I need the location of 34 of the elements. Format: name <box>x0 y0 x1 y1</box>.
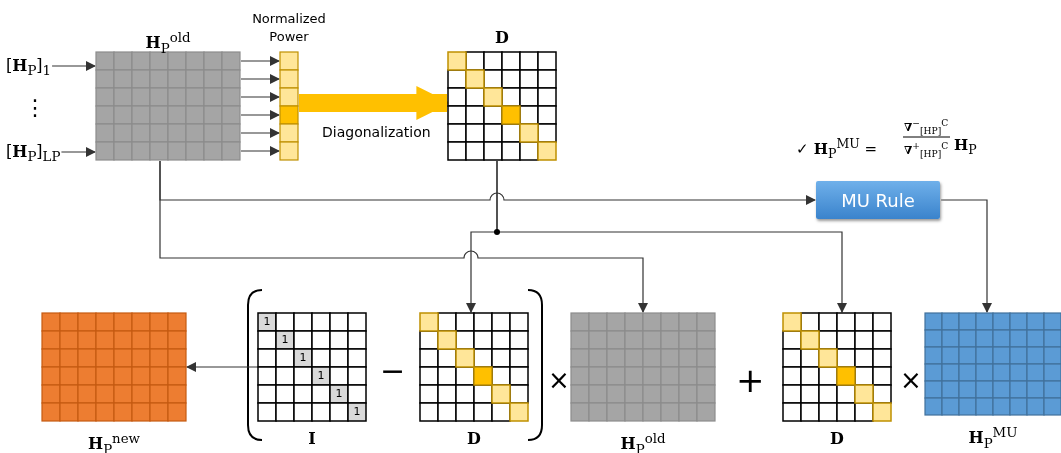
matrix-label: D <box>494 28 510 48</box>
matrix-entry: 1 <box>280 332 290 348</box>
process-box: MU Rule <box>816 181 940 219</box>
arrow <box>496 160 847 313</box>
arrow <box>186 362 258 372</box>
row-label: [H$_{P}$]$_{LP}$ <box>6 140 61 170</box>
matrix-label: D <box>829 429 845 449</box>
arrow <box>240 56 280 66</box>
matrix-entry: 1 <box>262 314 272 330</box>
arrow <box>240 128 280 138</box>
arrow <box>240 74 280 84</box>
vector-label: Normalized Power <box>251 10 327 46</box>
arrow <box>240 92 280 102</box>
matrix-label: D <box>466 429 482 449</box>
arrow <box>60 147 96 157</box>
row-label: [H$_{P}$]$_{1}$ <box>6 54 52 84</box>
operator-sign: + <box>736 362 765 400</box>
operator-sign: − <box>380 354 406 387</box>
arrow <box>940 199 992 313</box>
operator-sign: × <box>548 366 570 395</box>
matrix-label: I <box>307 429 317 449</box>
formula-term: H$_{P}$ <box>954 137 977 157</box>
ellipsis: ⋮ <box>24 96 46 121</box>
arrow <box>51 61 96 71</box>
formula-term: ✓ H$_{P}$$^{MU}$ = <box>796 137 878 161</box>
operator-sign: × <box>900 366 922 395</box>
arrow <box>240 146 280 156</box>
matrix-entry: 1 <box>352 404 362 420</box>
arrow <box>240 110 280 120</box>
arrow <box>159 160 648 313</box>
edge-label: Diagonalization <box>322 124 431 140</box>
matrix-entry: 1 <box>298 350 308 366</box>
matrix-entry: 1 <box>334 386 344 402</box>
matrix-entry: 1 <box>316 368 326 384</box>
